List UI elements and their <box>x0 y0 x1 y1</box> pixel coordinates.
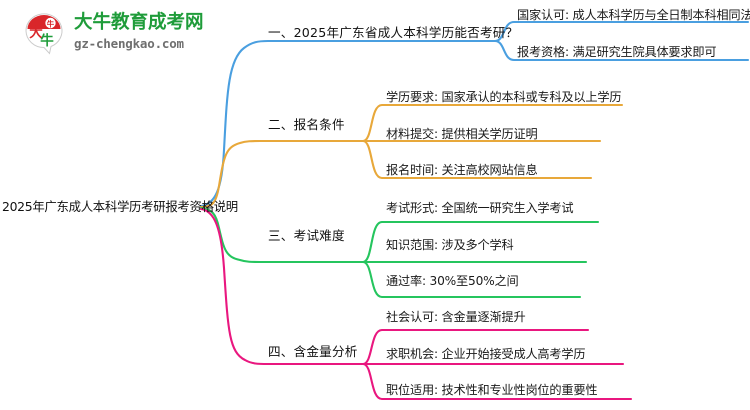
leaf-node-4-3[interactable]: 职位适用: 技术性和专业性岗位的重要性 <box>386 383 598 397</box>
site-logo[interactable]: 牛 大 牛 大牛教育成考网 gz-chengkao.com <box>22 10 204 56</box>
logo-text-block: 大牛教育成考网 gz-chengkao.com <box>74 12 204 52</box>
branch-2-leaf-1-connector <box>361 103 624 143</box>
logo-title: 大牛教育成考网 <box>74 12 204 33</box>
branch-3-connectors <box>199 206 600 299</box>
leaf-node-3-3[interactable]: 通过率: 30%至50%之间 <box>386 274 519 288</box>
branch-2-leaf-3-connector <box>361 139 593 180</box>
branch-3-leaf-1-connector <box>361 220 600 264</box>
svg-text:大: 大 <box>29 24 43 41</box>
branch-3-spine <box>199 206 365 264</box>
leaf-node-2-3[interactable]: 报名时间: 关注高校网站信息 <box>386 163 538 177</box>
logo-mark-icon: 牛 大 牛 <box>25 13 63 55</box>
branch-3-leaf-3-connector <box>361 260 582 299</box>
branch-4-connectors <box>199 207 633 401</box>
leaf-node-4-2[interactable]: 求职机会: 企业开始接受成人高考学历 <box>386 347 586 361</box>
leaf-node-1-1[interactable]: 国家认可: 成人本科学历与全日制本科相同法律效力 <box>517 8 750 22</box>
branch-4-spine <box>199 207 365 366</box>
branch-node-2[interactable]: 二、报名条件 <box>268 117 345 132</box>
branch-node-4[interactable]: 四、含金量分析 <box>268 344 358 359</box>
branch-1-leaf-2-connector <box>493 39 750 62</box>
leaf-node-1-2[interactable]: 报考资格: 满足研究生院具体要求即可 <box>517 45 717 59</box>
branch-2-connectors <box>199 103 624 209</box>
svg-text:牛: 牛 <box>47 19 55 28</box>
svg-text:牛: 牛 <box>40 32 54 49</box>
branch-node-3[interactable]: 三、考试难度 <box>268 228 345 243</box>
branch-4-leaf-3-connector <box>361 362 633 401</box>
leaf-node-4-1[interactable]: 社会认可: 含金量逐渐提升 <box>386 310 526 324</box>
branch-1-spine <box>199 39 497 208</box>
leaf-node-2-2[interactable]: 材料提交: 提供相关学历证明 <box>386 127 538 141</box>
branch-4-leaf-1-connector <box>361 328 590 366</box>
branch-1-leaf-1-connector <box>493 20 750 43</box>
leaf-node-3-2[interactable]: 知识范围: 涉及多个学科 <box>386 238 514 252</box>
leaf-node-2-1[interactable]: 学历要求: 国家承认的本科或专科及以上学历 <box>386 90 622 104</box>
branch-2-spine <box>199 139 365 209</box>
leaf-node-3-1[interactable]: 考试形式: 全国统一研究生入学考试 <box>386 201 574 215</box>
logo-subtitle: gz-chengkao.com <box>74 36 184 51</box>
mindmap-root-node[interactable]: 2025年广东成人本科学历考研报考资格说明 <box>2 199 238 214</box>
branch-node-1[interactable]: 一、2025年广东省成人本科学历能否考研？ <box>268 25 519 40</box>
